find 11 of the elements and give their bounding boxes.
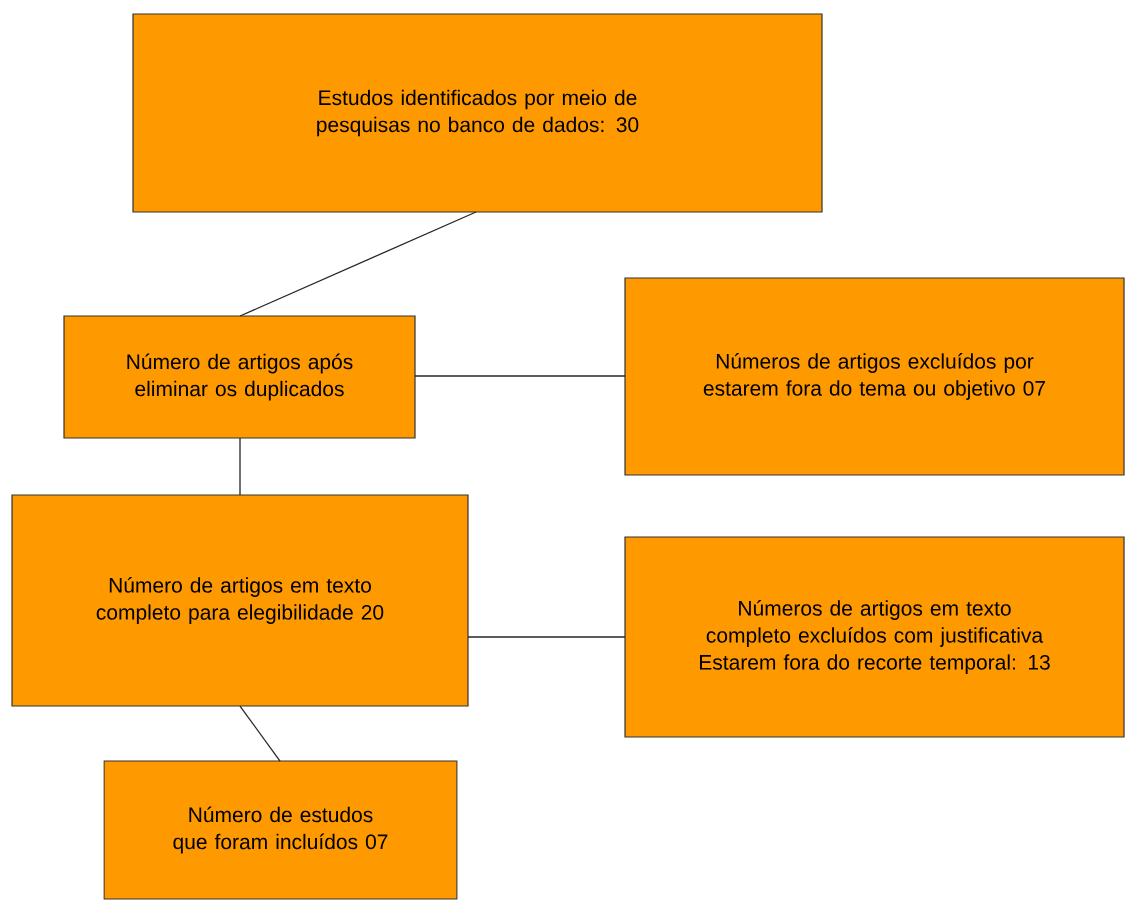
connector-line xyxy=(239,211,477,317)
connector-line xyxy=(414,375,626,377)
process-box: Número de artigos após eliminar os duplicados xyxy=(63,315,416,439)
process-box: Número de artigos em texto completo para elegibilidade 20 xyxy=(11,494,469,707)
connector-line xyxy=(239,705,281,762)
process-box: Números de artigos excluídos por estarem fora do tema ou objetivo 07 xyxy=(624,277,1125,476)
process-box: Estudos identificados por meio de pesquisas no banco de dados: 30 xyxy=(132,13,823,213)
connector-line xyxy=(239,437,241,496)
process-box: Números de artigos em texto completo excluídos com justificativa Estarem fora do recorte temporal: 13 xyxy=(624,536,1125,738)
connector-line xyxy=(467,636,626,638)
process-box: Número de estudos que foram incluídos 07 xyxy=(103,760,458,900)
